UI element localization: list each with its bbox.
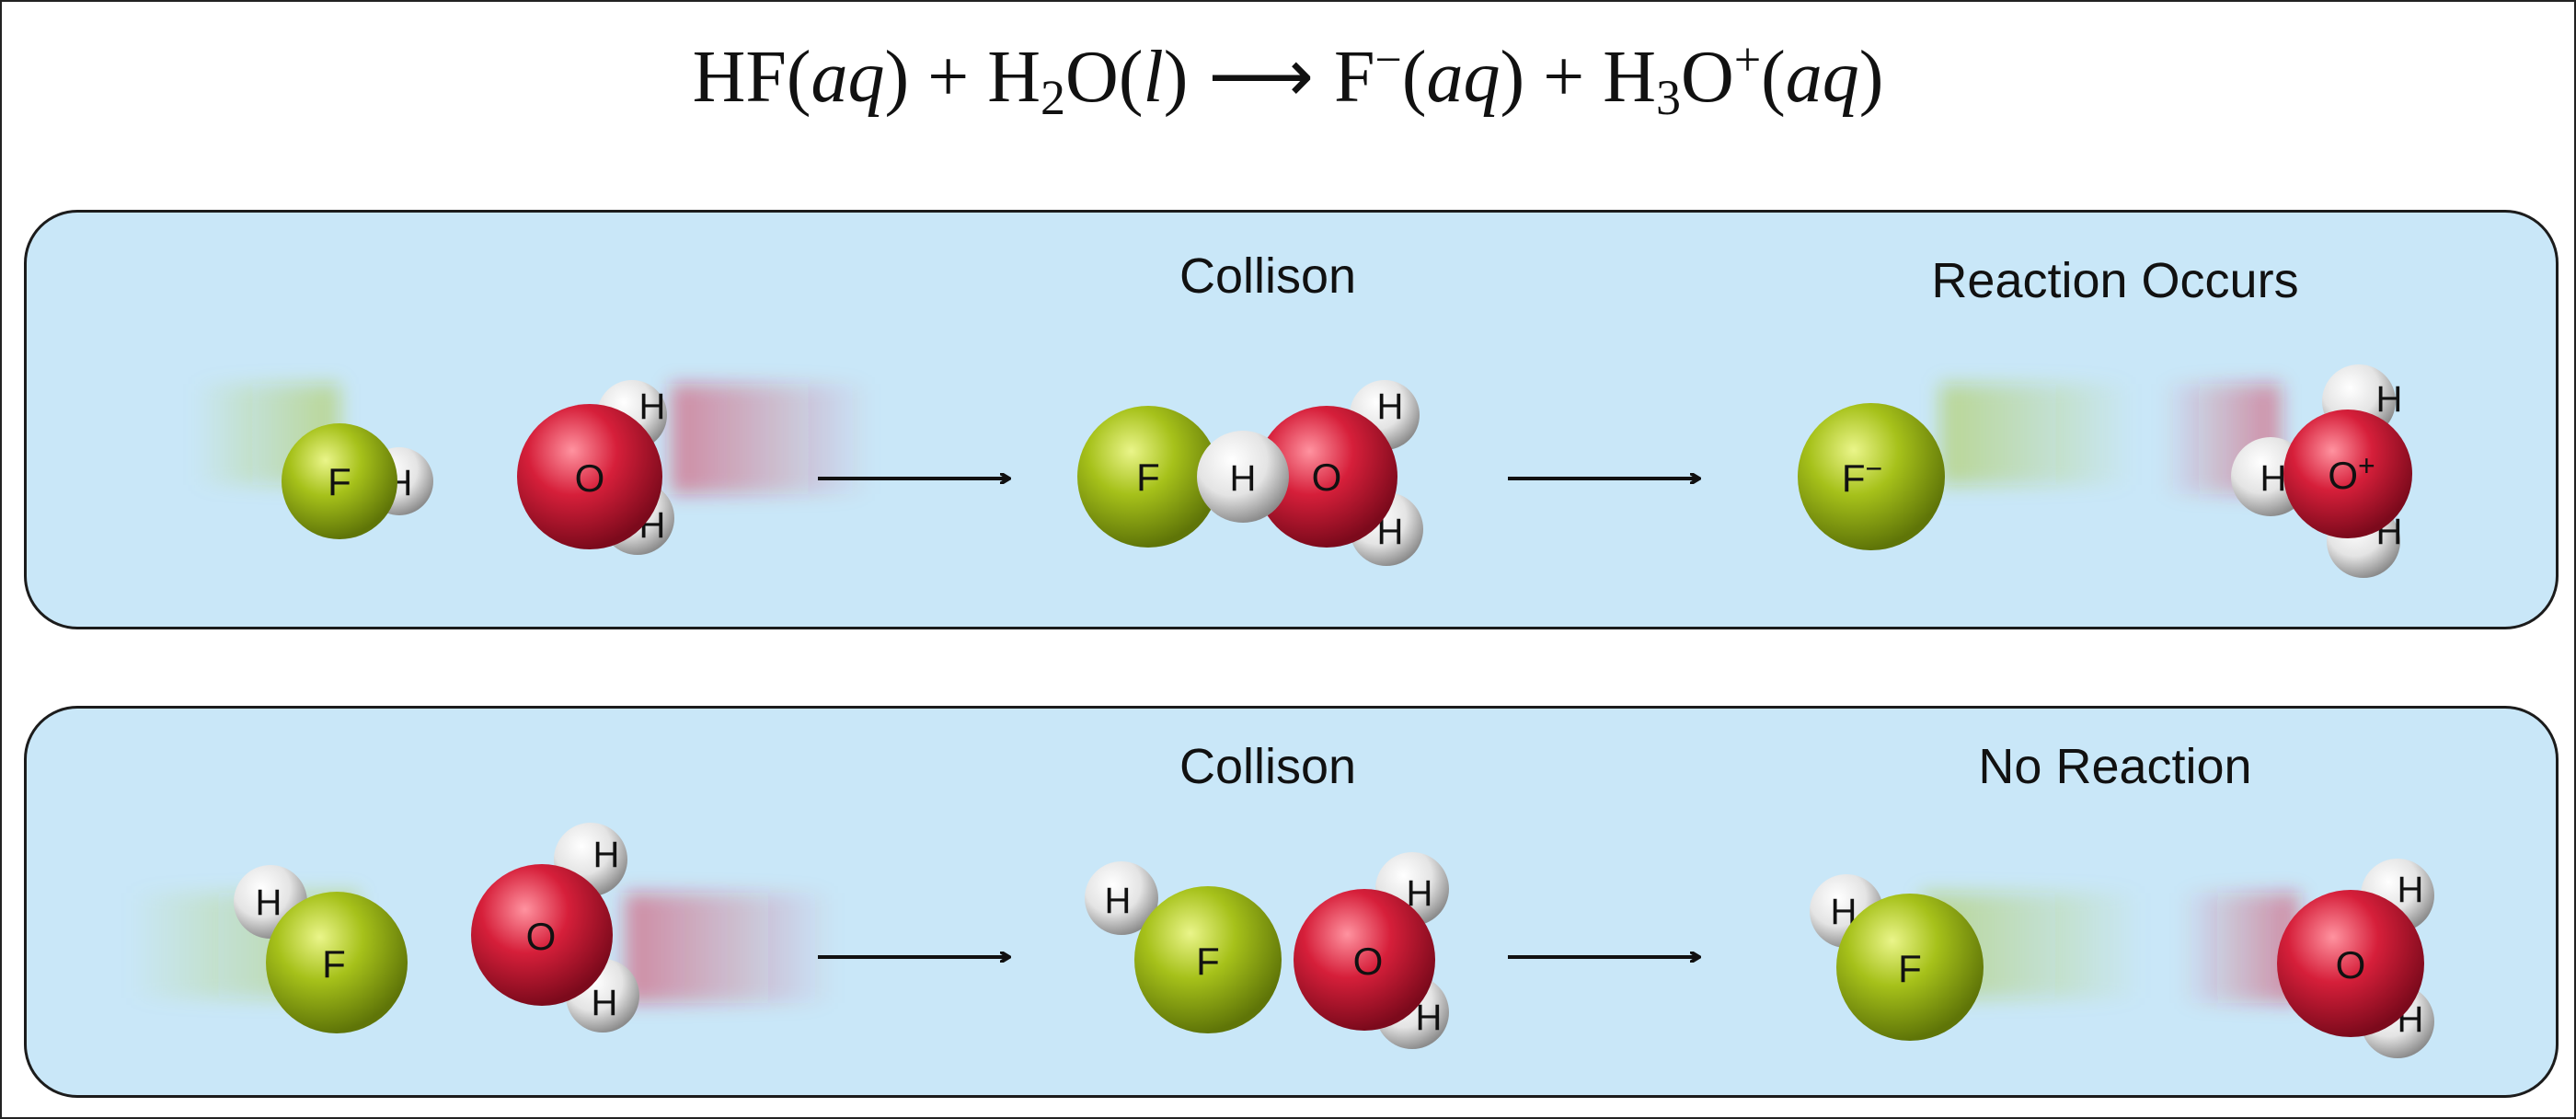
motion-trail [671, 384, 873, 494]
oxygen-atom [517, 404, 662, 549]
label-reaction-occurs: Reaction Occurs [1931, 253, 2299, 308]
atom-label: F [1898, 947, 1922, 990]
eq-phase-aq: aq [1785, 37, 1859, 118]
label-collision: Collison [1179, 248, 1357, 304]
charge-plus: + [2358, 449, 2375, 482]
atom-label: F [328, 460, 351, 503]
hf-molecule: H F [1810, 874, 1984, 1041]
atom-label: H [2260, 458, 2287, 499]
reaction-equation: HF(aq) + H2O(l)⟶F−(aq) + H3O+(aq) [0, 33, 2576, 123]
eq-fluoride: F [1334, 37, 1375, 118]
atom-label: H [1105, 881, 1132, 921]
atom-symbol: F [1842, 456, 1866, 500]
eq-paren: ( [786, 37, 811, 118]
atom-label: O [1312, 456, 1342, 499]
eq-water-o: O [1065, 37, 1119, 118]
atom-label: H [2398, 870, 2424, 910]
atom-label: H [2376, 379, 2403, 420]
label-collision: Collison [1179, 739, 1357, 794]
atom-label: O [575, 456, 605, 500]
top-panel-drawing: H F H H O H H F O H [192, 364, 2412, 578]
eq-water-h: H [987, 37, 1041, 118]
atom-symbol: O [2328, 454, 2358, 497]
hf-molecule: H F [282, 423, 433, 539]
oxygen-atom [2283, 410, 2412, 538]
oxygen-atom [2277, 890, 2424, 1037]
eq-phase-aq: aq [1426, 37, 1501, 118]
eq-paren: ) [1163, 37, 1189, 118]
eq-paren: ) [884, 37, 910, 118]
hydrogen-atom [1197, 431, 1289, 523]
water-molecule: H H O [471, 823, 639, 1032]
fluoride-ion: F− [1798, 403, 1945, 550]
motion-trail [1940, 384, 2133, 485]
hydronium-ion: H H H O+ [2231, 364, 2412, 578]
atom-label: F− [1842, 452, 1882, 500]
fluorine-atom [1134, 886, 1282, 1033]
fluorine-atom [1798, 403, 1945, 550]
eq-paren: ( [1118, 37, 1144, 118]
atom-label: H [1416, 998, 1443, 1038]
eq-paren: ) [1500, 37, 1525, 118]
eq-phase-l: l [1143, 37, 1164, 118]
atom-label: F [1196, 940, 1220, 983]
fluorine-atom [266, 892, 408, 1033]
atom-label: H [256, 883, 282, 923]
oxygen-atom [471, 864, 613, 1006]
fluorine-atom [1077, 406, 1219, 548]
collision-complex: H H F O H [1077, 380, 1423, 566]
oxygen-atom [1294, 889, 1435, 1031]
atom-label: O [1353, 940, 1384, 983]
atom-label: O [2336, 943, 2366, 986]
eq-water-subscript: 2 [1041, 70, 1066, 125]
eq-plus: + [927, 37, 970, 118]
fluorine-atom [282, 423, 397, 539]
atom-label: O+ [2328, 449, 2375, 497]
atom-label: H [1377, 386, 1404, 427]
eq-phase-aq: aq [811, 37, 885, 118]
eq-paren: ( [1401, 37, 1427, 118]
fluorine-atom [1836, 894, 1984, 1041]
eq-hydronium-o: O [1681, 37, 1734, 118]
eq-hydronium-h: H [1603, 37, 1657, 118]
atom-label: F [322, 942, 346, 986]
eq-hf: HF [692, 37, 787, 118]
eq-fluoride-charge: − [1374, 34, 1402, 87]
atom-label: H [639, 386, 666, 427]
hf-molecule: H F [234, 865, 408, 1033]
oxygen-atom [1256, 406, 1397, 548]
label-no-reaction: No Reaction [1978, 739, 2252, 794]
eq-hydronium-charge: + [1733, 34, 1762, 87]
charge-minus: − [1865, 452, 1882, 485]
bottom-panel-drawing: H F H H O H H H F O [128, 823, 2434, 1058]
atom-label: H [592, 983, 618, 1023]
water-molecule: H H O [2277, 859, 2434, 1058]
atom-label: H [593, 835, 620, 875]
eq-hydronium-subscript: 3 [1656, 70, 1682, 125]
atom-label: F [1136, 456, 1160, 499]
eq-paren: ( [1761, 37, 1786, 118]
panel-reaction-occurs: Collison Reaction Occurs [24, 210, 2559, 629]
hydrogen-atom [1085, 861, 1158, 935]
eq-arrow: ⟶ [1208, 37, 1315, 118]
motion-trail [625, 893, 836, 1003]
atom-label: O [526, 915, 557, 958]
eq-paren: ) [1858, 37, 1884, 118]
panel-no-reaction: Collison No Reaction [24, 706, 2559, 1098]
atom-label: H [1230, 458, 1257, 499]
eq-plus: + [1543, 37, 1585, 118]
water-molecule: H H O [517, 380, 674, 555]
collision-pair: H H H F O [1085, 852, 1449, 1049]
